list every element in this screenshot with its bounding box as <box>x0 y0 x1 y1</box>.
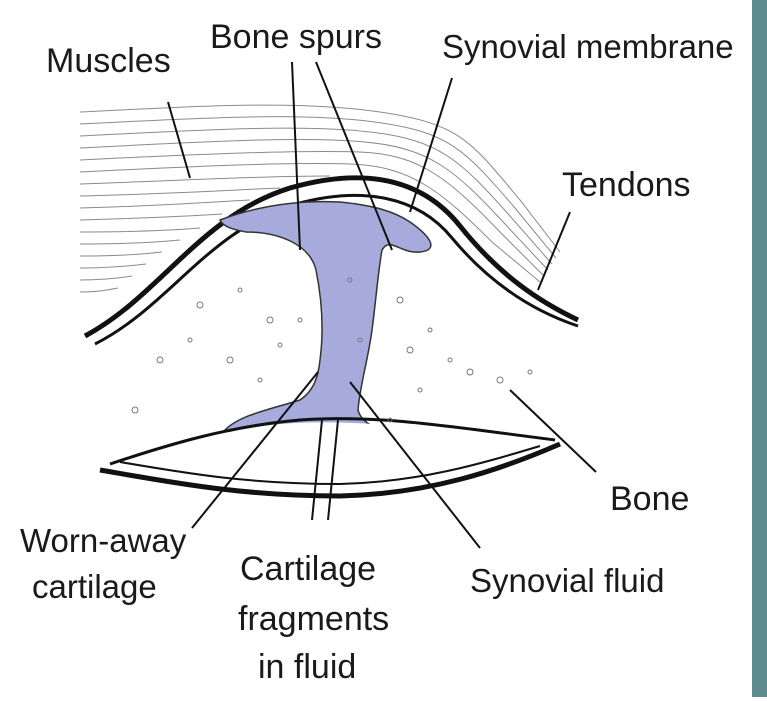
leader-tendons <box>538 212 570 290</box>
labels: Muscles Bone spurs Synovial membrane Ten… <box>20 18 734 686</box>
label-worn-away-1: Worn-away <box>20 522 187 559</box>
sidebar-bar <box>752 0 767 697</box>
label-worn-away-2: cartilage <box>32 568 157 605</box>
label-synovial-membrane: Synovial membrane <box>442 28 734 65</box>
label-bone-spurs: Bone spurs <box>210 18 382 56</box>
label-muscles: Muscles <box>46 42 171 80</box>
leader-synovial-membrane <box>410 78 452 212</box>
label-synovial-fluid: Synovial fluid <box>470 562 664 599</box>
leader-muscles <box>168 102 190 178</box>
label-fragments-2: fragments <box>238 600 389 638</box>
label-tendons: Tendons <box>562 166 691 204</box>
label-fragments-1: Cartilage <box>240 550 376 588</box>
label-bone: Bone <box>610 480 689 518</box>
label-fragments-3: in fluid <box>258 648 356 686</box>
